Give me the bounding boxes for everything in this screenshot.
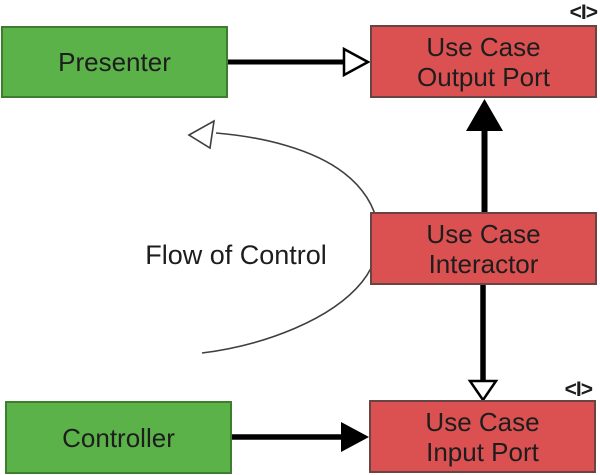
open-down-arrowhead-icon <box>467 379 499 403</box>
node-controller-label: Controller <box>62 422 175 453</box>
node-presenter: Presenter <box>1 26 228 98</box>
flow-of-control-label: Flow of Control <box>145 240 327 270</box>
interface-stereotype-marker-output-port: <I> <box>569 1 598 24</box>
node-interactor-label-line1: Use Case <box>426 218 541 249</box>
interface-stereotype-marker-input-port: <I> <box>564 378 593 401</box>
node-interactor-label-line2: Interactor <box>428 248 539 279</box>
open-right-arrowhead-icon <box>342 46 371 78</box>
flow-arc-open-arrowhead-icon <box>187 119 216 150</box>
node-use-case-output-port: Use Case Output Port <box>370 25 597 98</box>
node-input-port-label-line1: Use Case <box>425 406 540 437</box>
filled-right-arrowhead-icon <box>341 422 369 452</box>
node-use-case-interactor: Use Case Interactor <box>370 212 597 285</box>
node-output-port-label-line1: Use Case <box>426 31 541 62</box>
node-use-case-input-port: Use Case Input Port <box>369 400 596 473</box>
node-input-port-label-line2: Input Port <box>426 436 539 467</box>
node-output-port-label-line2: Output Port <box>417 61 550 92</box>
node-presenter-label: Presenter <box>58 47 171 77</box>
node-controller: Controller <box>5 401 232 474</box>
filled-up-arrowhead-icon <box>466 99 503 131</box>
